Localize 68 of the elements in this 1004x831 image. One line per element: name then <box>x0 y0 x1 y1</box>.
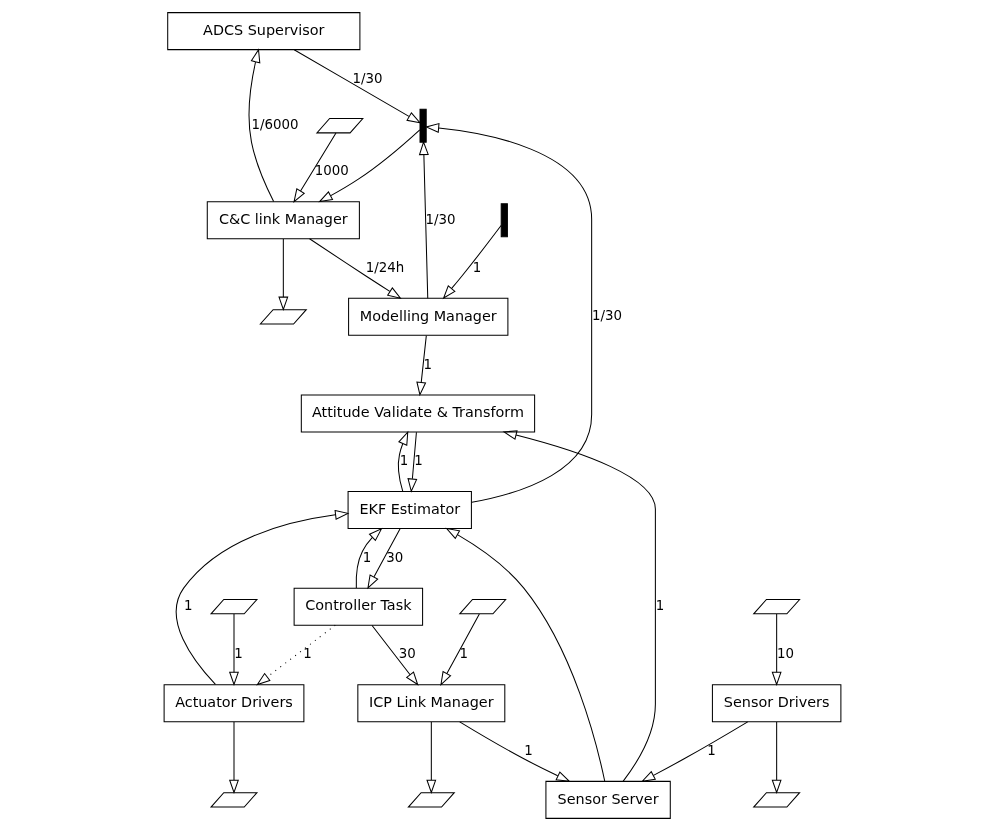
arrow <box>277 238 288 312</box>
edge-label: 1 <box>458 646 468 662</box>
node-zigzag <box>315 117 364 134</box>
node-box: Sensor Drivers <box>711 684 841 723</box>
arrow <box>442 225 502 300</box>
node-box: Modelling Manager <box>347 297 508 336</box>
edge-label: 1/6000 <box>251 117 299 133</box>
arrow <box>355 527 383 589</box>
edge-label: 1 <box>472 260 481 276</box>
arrow <box>317 129 420 203</box>
arrow <box>415 335 427 397</box>
arrow <box>424 122 592 503</box>
edge-label: 1 <box>706 743 716 759</box>
edge-label: 1 <box>422 356 432 372</box>
arrow <box>228 721 239 795</box>
arrow <box>293 49 421 124</box>
arrow <box>248 48 274 202</box>
edge-label: 1 <box>362 549 371 565</box>
arrow <box>175 509 349 685</box>
arrow <box>406 431 417 493</box>
edge-label: 30 <box>385 549 403 565</box>
arrow <box>255 624 336 686</box>
node-zigzag <box>209 598 258 615</box>
arrow <box>371 624 419 686</box>
edge-label: 1/30 <box>352 70 383 86</box>
edge-label: 1 <box>233 646 243 662</box>
node-zigzag <box>752 792 801 808</box>
edge-label: 1000 <box>314 163 349 179</box>
node-bar <box>419 108 427 143</box>
node-zigzag <box>458 598 507 615</box>
edge-label: 1/24h <box>365 260 404 276</box>
node-box: ADCS Supervisor <box>166 12 360 51</box>
node-box: ICP Link Manager <box>356 684 505 723</box>
arrow <box>640 721 748 782</box>
node-zigzag <box>258 309 307 325</box>
arrow <box>458 721 571 782</box>
edge-label: 10 <box>776 646 794 662</box>
arrow <box>366 528 401 590</box>
arrow <box>444 527 605 782</box>
edge-label: 1 <box>523 743 533 759</box>
arrow <box>439 613 480 686</box>
edge-label: 1 <box>302 646 312 662</box>
node-zigzag <box>752 598 801 615</box>
edge-label: 1/30 <box>591 308 622 324</box>
edge-label: 1 <box>655 598 664 614</box>
edge-label: 1 <box>399 453 408 469</box>
arrow <box>502 430 656 782</box>
edge-label: 1 <box>413 453 423 469</box>
node-zigzag <box>209 792 258 808</box>
edge-label: 30 <box>398 646 416 662</box>
arrow <box>397 430 408 492</box>
node-box: C&C link Manager <box>206 201 360 240</box>
arrow <box>292 132 336 203</box>
arrow <box>771 613 782 687</box>
node-box: Sensor Server <box>544 780 671 819</box>
node-box: Actuator Drivers <box>163 684 304 723</box>
node-zigzag <box>406 792 455 808</box>
node-box: Controller Task <box>293 587 423 626</box>
node-box: EKF Estimator <box>347 491 472 530</box>
arrow <box>771 721 782 795</box>
arrow <box>308 238 402 299</box>
node-box: Attitude Validate & Transform <box>300 394 535 433</box>
node-bar <box>500 203 508 238</box>
edge-label: 1 <box>183 598 193 614</box>
arrow <box>228 613 239 687</box>
edge-label: 1/30 <box>425 211 456 227</box>
arrow <box>425 721 436 795</box>
arrow <box>418 140 429 299</box>
